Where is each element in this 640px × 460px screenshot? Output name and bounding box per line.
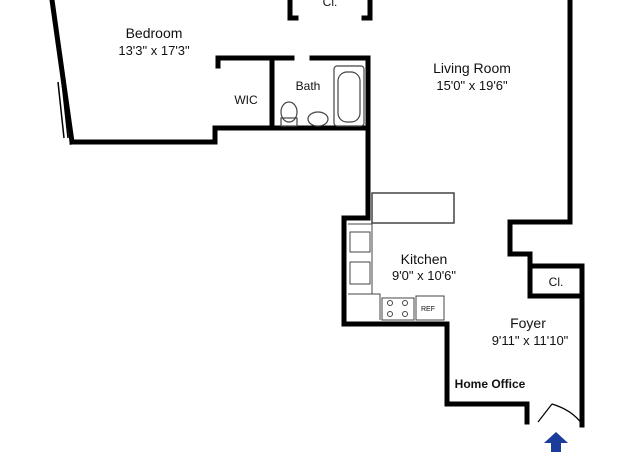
refrigerator-label: REF <box>421 306 435 313</box>
kitchen-sink <box>349 261 371 285</box>
toilet <box>280 101 298 123</box>
wic-name: WIC <box>234 93 258 107</box>
dishwasher <box>349 231 371 253</box>
entry-arrow-icon <box>544 432 568 452</box>
living-room-name: Living Room <box>433 60 511 76</box>
wic-wall <box>212 55 275 145</box>
foyer-wall <box>527 263 585 428</box>
home-office-name: Home Office <box>455 377 526 391</box>
kitchen-name: Kitchen <box>401 251 448 267</box>
top-closet-wall <box>287 0 373 21</box>
living-room-wall <box>507 0 573 269</box>
bedroom-exterior-wall <box>49 0 75 145</box>
living-room-dims: 15'0" x 19'6" <box>436 78 508 93</box>
breakfast-counter <box>371 192 455 224</box>
bathtub <box>333 65 365 127</box>
bath-fixtures <box>280 65 365 127</box>
foyer-dims: 9'11" x 11'10" <box>492 333 569 348</box>
kitchen-wall <box>341 215 530 425</box>
kitchen-dims: 9'0" x 10'6" <box>392 268 456 283</box>
top-closet-name: Cl. <box>323 0 338 9</box>
bath-name: Bath <box>296 79 321 93</box>
foyer-name: Foyer <box>510 315 546 331</box>
stove <box>381 297 415 321</box>
kitchen-counters <box>348 223 445 321</box>
closet-name: Cl. <box>549 275 564 289</box>
bedroom-name: Bedroom <box>126 25 183 41</box>
bath-wall <box>269 55 371 131</box>
bedroom-dims: 13'3" x 17'3" <box>118 43 190 58</box>
bath-sink <box>307 111 329 127</box>
closet-wall <box>527 263 585 299</box>
refrigerator <box>415 295 445 321</box>
walls <box>49 0 585 428</box>
entry-door <box>537 403 583 425</box>
bedroom-window <box>57 81 69 139</box>
